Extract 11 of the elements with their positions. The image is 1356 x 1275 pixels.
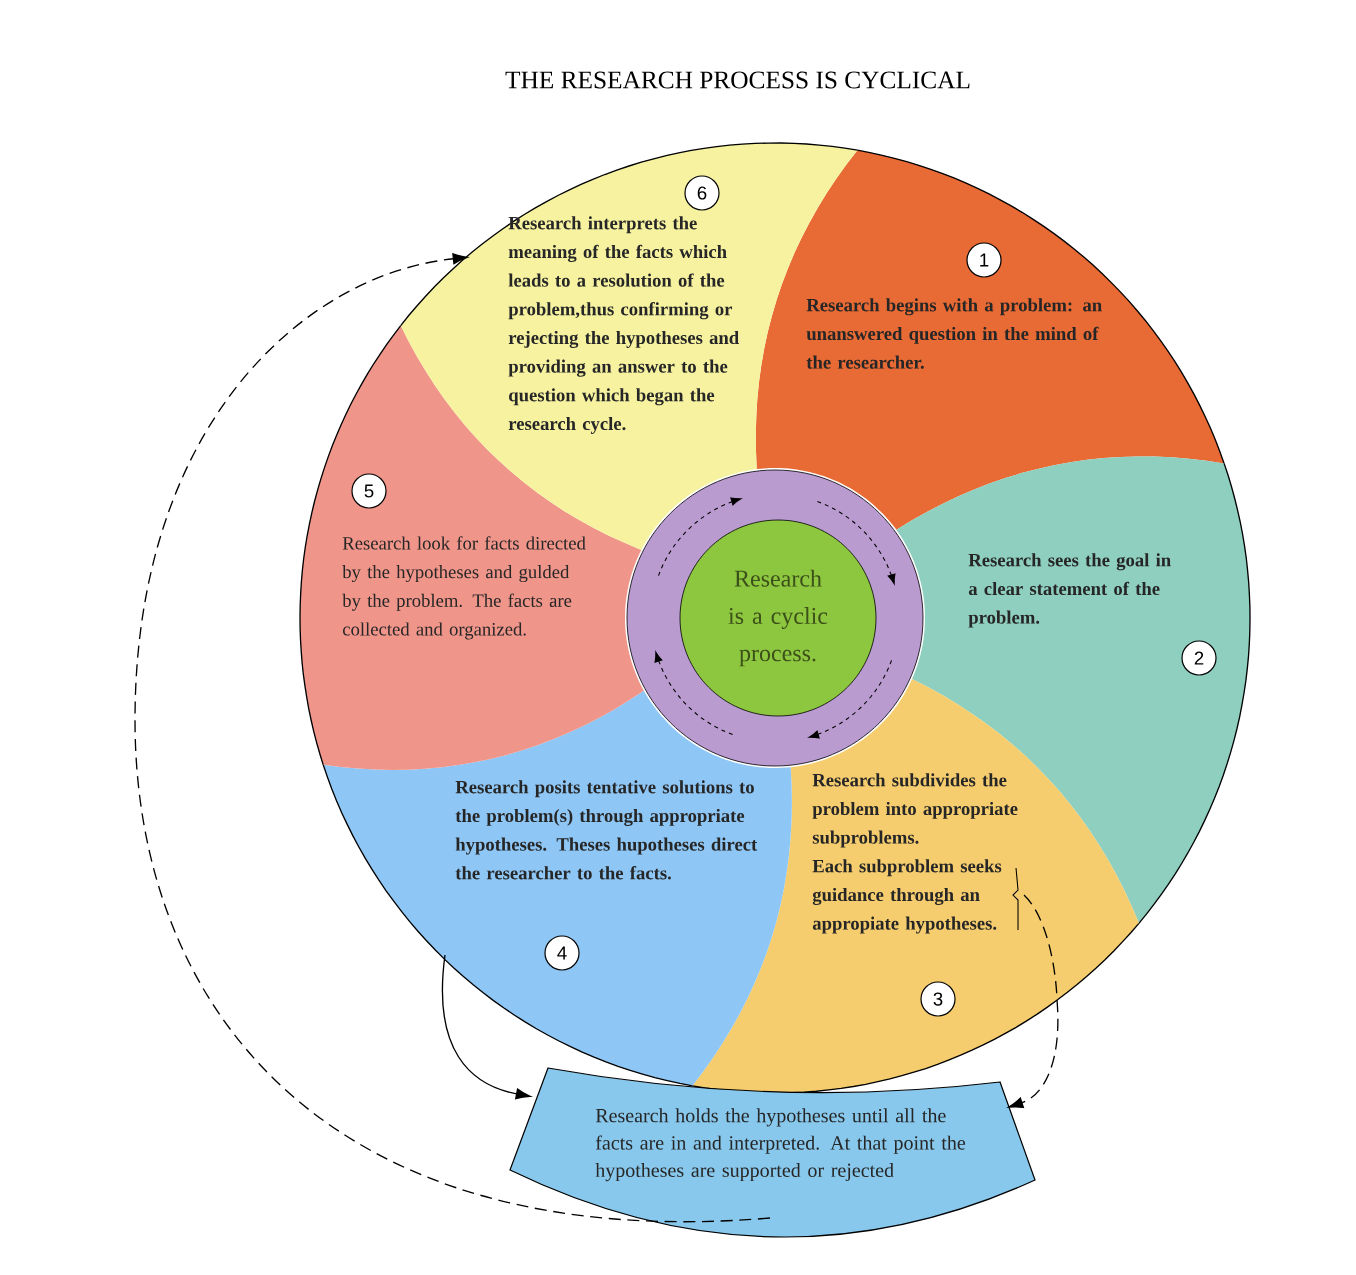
step-number: 1 <box>966 242 1002 278</box>
step-number: 6 <box>684 175 720 211</box>
arrow <box>134 253 771 1223</box>
step-number: 3 <box>920 981 956 1017</box>
step-number: 2 <box>1181 640 1217 676</box>
title: THE RESEARCH PROCESS IS CYCLICAL <box>505 71 970 89</box>
step-number: 4 <box>544 935 580 971</box>
result-box: Research holds the hypotheses until all the facts are in and interpreted. At that point the hypotheses are supported or rejected <box>509 1067 1036 1238</box>
step-number: 5 <box>351 473 387 509</box>
arrow <box>1008 999 1059 1109</box>
arrow <box>441 954 531 1100</box>
